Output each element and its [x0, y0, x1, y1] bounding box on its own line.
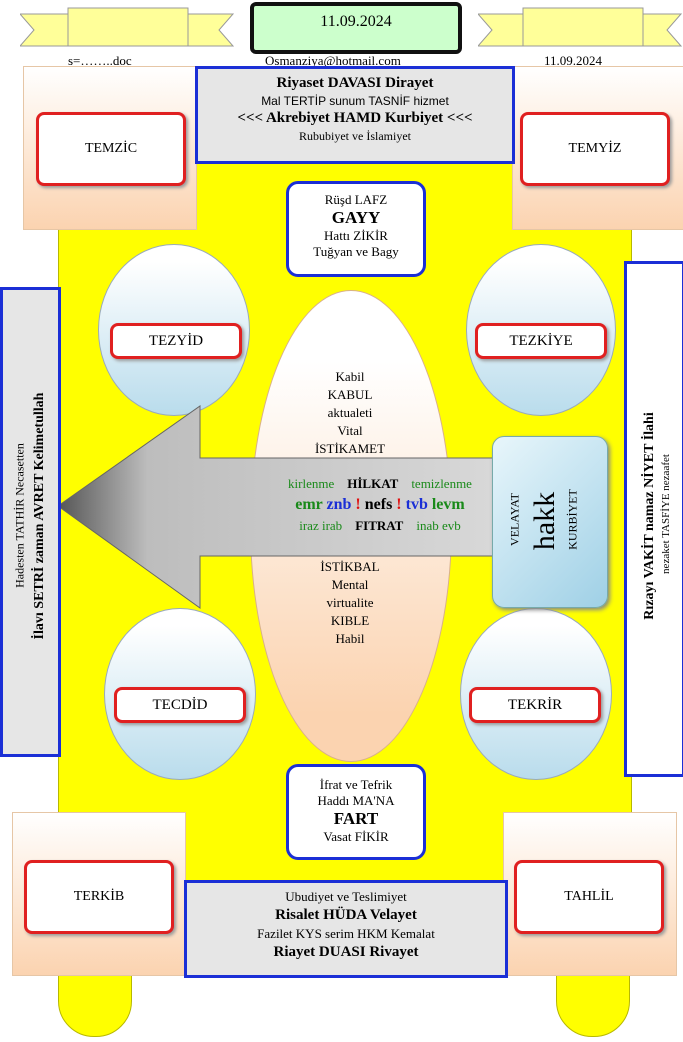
left-side-panel: [0, 287, 61, 757]
arrow-row2-a: emr: [295, 496, 323, 513]
center-upper-4: Vital: [337, 423, 363, 438]
arrow-row1: kirlenme HİLKAT temizlenme: [260, 476, 500, 492]
arrow-row1-right: temizlenme: [411, 476, 472, 491]
center-upper-1: Kabil: [335, 369, 365, 384]
center-upper-2: KABUL: [327, 387, 373, 402]
bottom-blue-line2: Haddı MA'NA: [317, 793, 395, 808]
top-panel-line1: Riyaset DAVASI Dirayet: [276, 75, 434, 91]
ribbon-left: [20, 7, 235, 47]
bottom-blue-line3: FART: [333, 809, 379, 828]
box-tahlil: TAHLİL: [514, 860, 664, 934]
box-tezkiye: TEZKİYE: [475, 323, 607, 359]
center-upper-3: aktualeti: [327, 405, 373, 420]
bottom-panel: Ubudiyet ve Teslimiyet Risalet HÜDA Vela…: [184, 880, 508, 978]
arrow-row2-c: !: [355, 496, 361, 513]
bottom-blue-line1: İfrat ve Tefrik: [319, 777, 393, 792]
arrow-row2-e: !: [396, 496, 402, 513]
arrow-row2: emr znb ! nefs ! tvb levm: [258, 496, 502, 514]
right-side-line2: nezaket TASFİYE nezaafet: [660, 454, 672, 574]
bottom-panel-line2: Risalet HÜDA Velayet: [275, 907, 417, 923]
center-upper-5: İSTİKAMET: [314, 441, 386, 456]
arrow-row3-mid: FITRAT: [355, 518, 404, 533]
hakk-main: hakk: [528, 491, 561, 551]
arrow-row2-b: znb: [326, 496, 352, 513]
box-terkib: TERKİB: [24, 860, 174, 934]
bottom-blue-line4: Vasat FİKİR: [323, 829, 389, 844]
top-blue-line1: Rüşd LAFZ: [324, 192, 388, 207]
bottom-panel-line3: Fazilet KYS serim HKM Kemalat: [257, 926, 435, 941]
arrow-row2-f: tvb: [405, 496, 428, 513]
top-blue-line3: Hattı ZİKİR: [324, 228, 388, 243]
arrow-row3: iraz irab FITRAT inab evb: [260, 518, 500, 534]
center-lower-1: İSTİKBAL: [320, 559, 380, 574]
arrow-row2-g: levm: [431, 496, 465, 513]
box-tecdid: TECDİD: [114, 687, 246, 723]
arrow-row3-left: iraz irab: [299, 518, 343, 533]
box-tezyid: TEZYİD: [110, 323, 242, 359]
arrow-row1-mid: HİLKAT: [347, 476, 399, 491]
box-temyiz: TEMYİZ: [520, 112, 670, 186]
right-side-line1: Rızayı VAKİT namaz NİYET İlahi: [642, 412, 657, 620]
left-side-line1: Hadesten TATHİR Necasetten: [12, 443, 27, 588]
center-upper-text: Kabil KABUL aktualeti Vital İSTİKAMET: [270, 368, 430, 458]
center-lower-5: Habil: [335, 631, 365, 646]
arrow-row2-d: nefs: [364, 496, 393, 513]
hakk-box: [492, 436, 608, 608]
center-lower-3: virtualite: [326, 595, 374, 610]
bottom-blue-box: İfrat ve Tefrik Haddı MA'NA FART Vasat F…: [286, 764, 426, 860]
box-temzic: TEMZİC: [36, 112, 186, 186]
top-blue-line2: GAYY: [331, 208, 381, 227]
box-tekrir: TEKRİR: [469, 687, 601, 723]
hakk-left: VELAYAT: [507, 493, 522, 546]
top-panel-line3: <<< Akrebiyet HAMD Kurbiyet <<<: [237, 110, 473, 126]
arrow-row3-right: inab evb: [416, 518, 461, 533]
ribbon-right: [478, 7, 683, 47]
bottom-panel-line4: Riayet DUASI Rivayet: [273, 944, 419, 960]
left-side-line2: İlavı SETRİ zaman AVRET Kelimetullah: [32, 392, 47, 640]
top-blue-box: Rüşd LAFZ GAYY Hattı ZİKİR Tuğyan ve Bag…: [286, 181, 426, 277]
right-side-panel: [624, 261, 683, 777]
center-lower-4: KIBLE: [330, 613, 370, 628]
center-lower-2: Mental: [331, 577, 369, 592]
top-panel-line4: Rububiyet ve İslamiyet: [299, 129, 411, 143]
hakk-right: KURBİYET: [565, 489, 580, 550]
center-lower-text: İSTİKBAL Mental virtualite KIBLE Habil: [270, 558, 430, 648]
top-panel-line2: Mal TERTİP sunum TASNİF hizmet: [261, 94, 449, 108]
date-label-right: 11.09.2024: [544, 53, 603, 68]
file-label: s=……..doc: [68, 53, 132, 68]
email-label: Osmanziya@hotmail.com: [265, 53, 401, 68]
top-panel: Riyaset DAVASI Dirayet Mal TERTİP sunum …: [195, 66, 515, 164]
top-blue-line4: Tuğyan ve Bagy: [313, 244, 399, 259]
arrow-row1-left: kirlenme: [288, 476, 335, 491]
bottom-panel-line1: Ubudiyet ve Teslimiyet: [285, 889, 407, 904]
date-box: 11.09.2024: [250, 2, 462, 54]
